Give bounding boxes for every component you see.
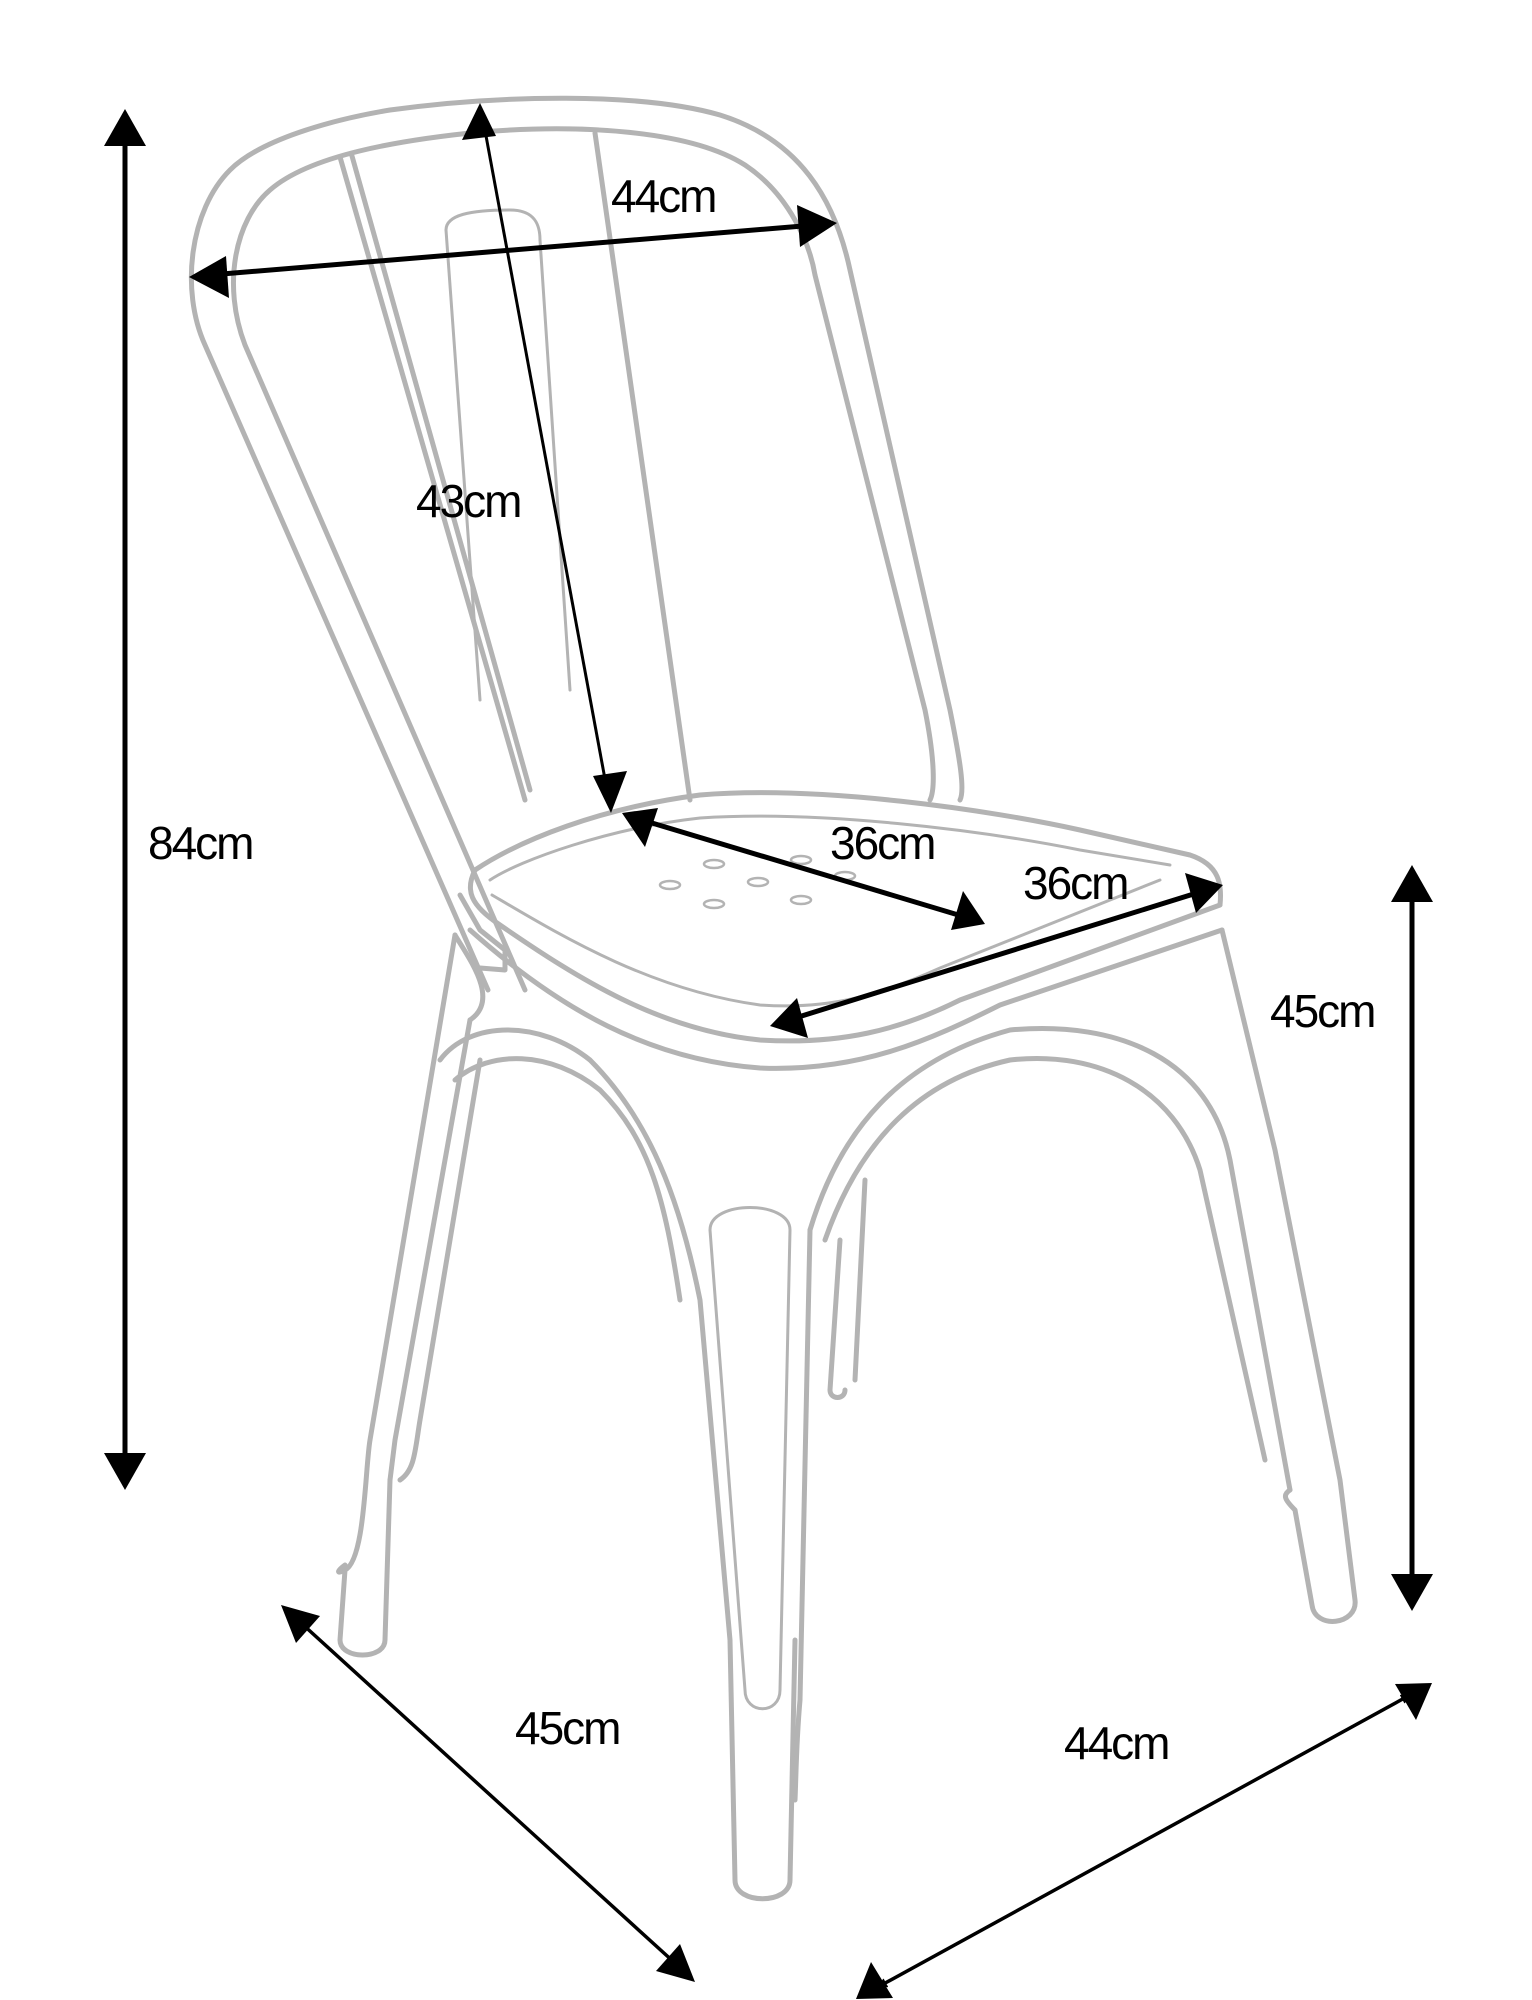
chair-outline: [188, 95, 1358, 1902]
backrest-width-label: 44cm: [611, 170, 717, 222]
base-width-label: 44cm: [1064, 1717, 1170, 1769]
seat-width-label: 36cm: [1023, 857, 1129, 909]
dimension-arrows: [120, 124, 1417, 1989]
total-height-label: 84cm: [148, 817, 254, 869]
seat-height-label: 45cm: [1270, 985, 1376, 1037]
base-width-arrow: [877, 1693, 1411, 1989]
backrest-height-arrow: [480, 124, 611, 791]
base-depth-label: 45cm: [515, 1702, 621, 1754]
arrowhead-shapes: [104, 103, 1433, 1999]
backrest-height-label: 43cm: [416, 475, 522, 527]
seat-width-arrow: [791, 889, 1201, 1022]
base-depth-arrow: [298, 1620, 678, 1966]
seat-depth-label: 36cm: [830, 817, 936, 869]
